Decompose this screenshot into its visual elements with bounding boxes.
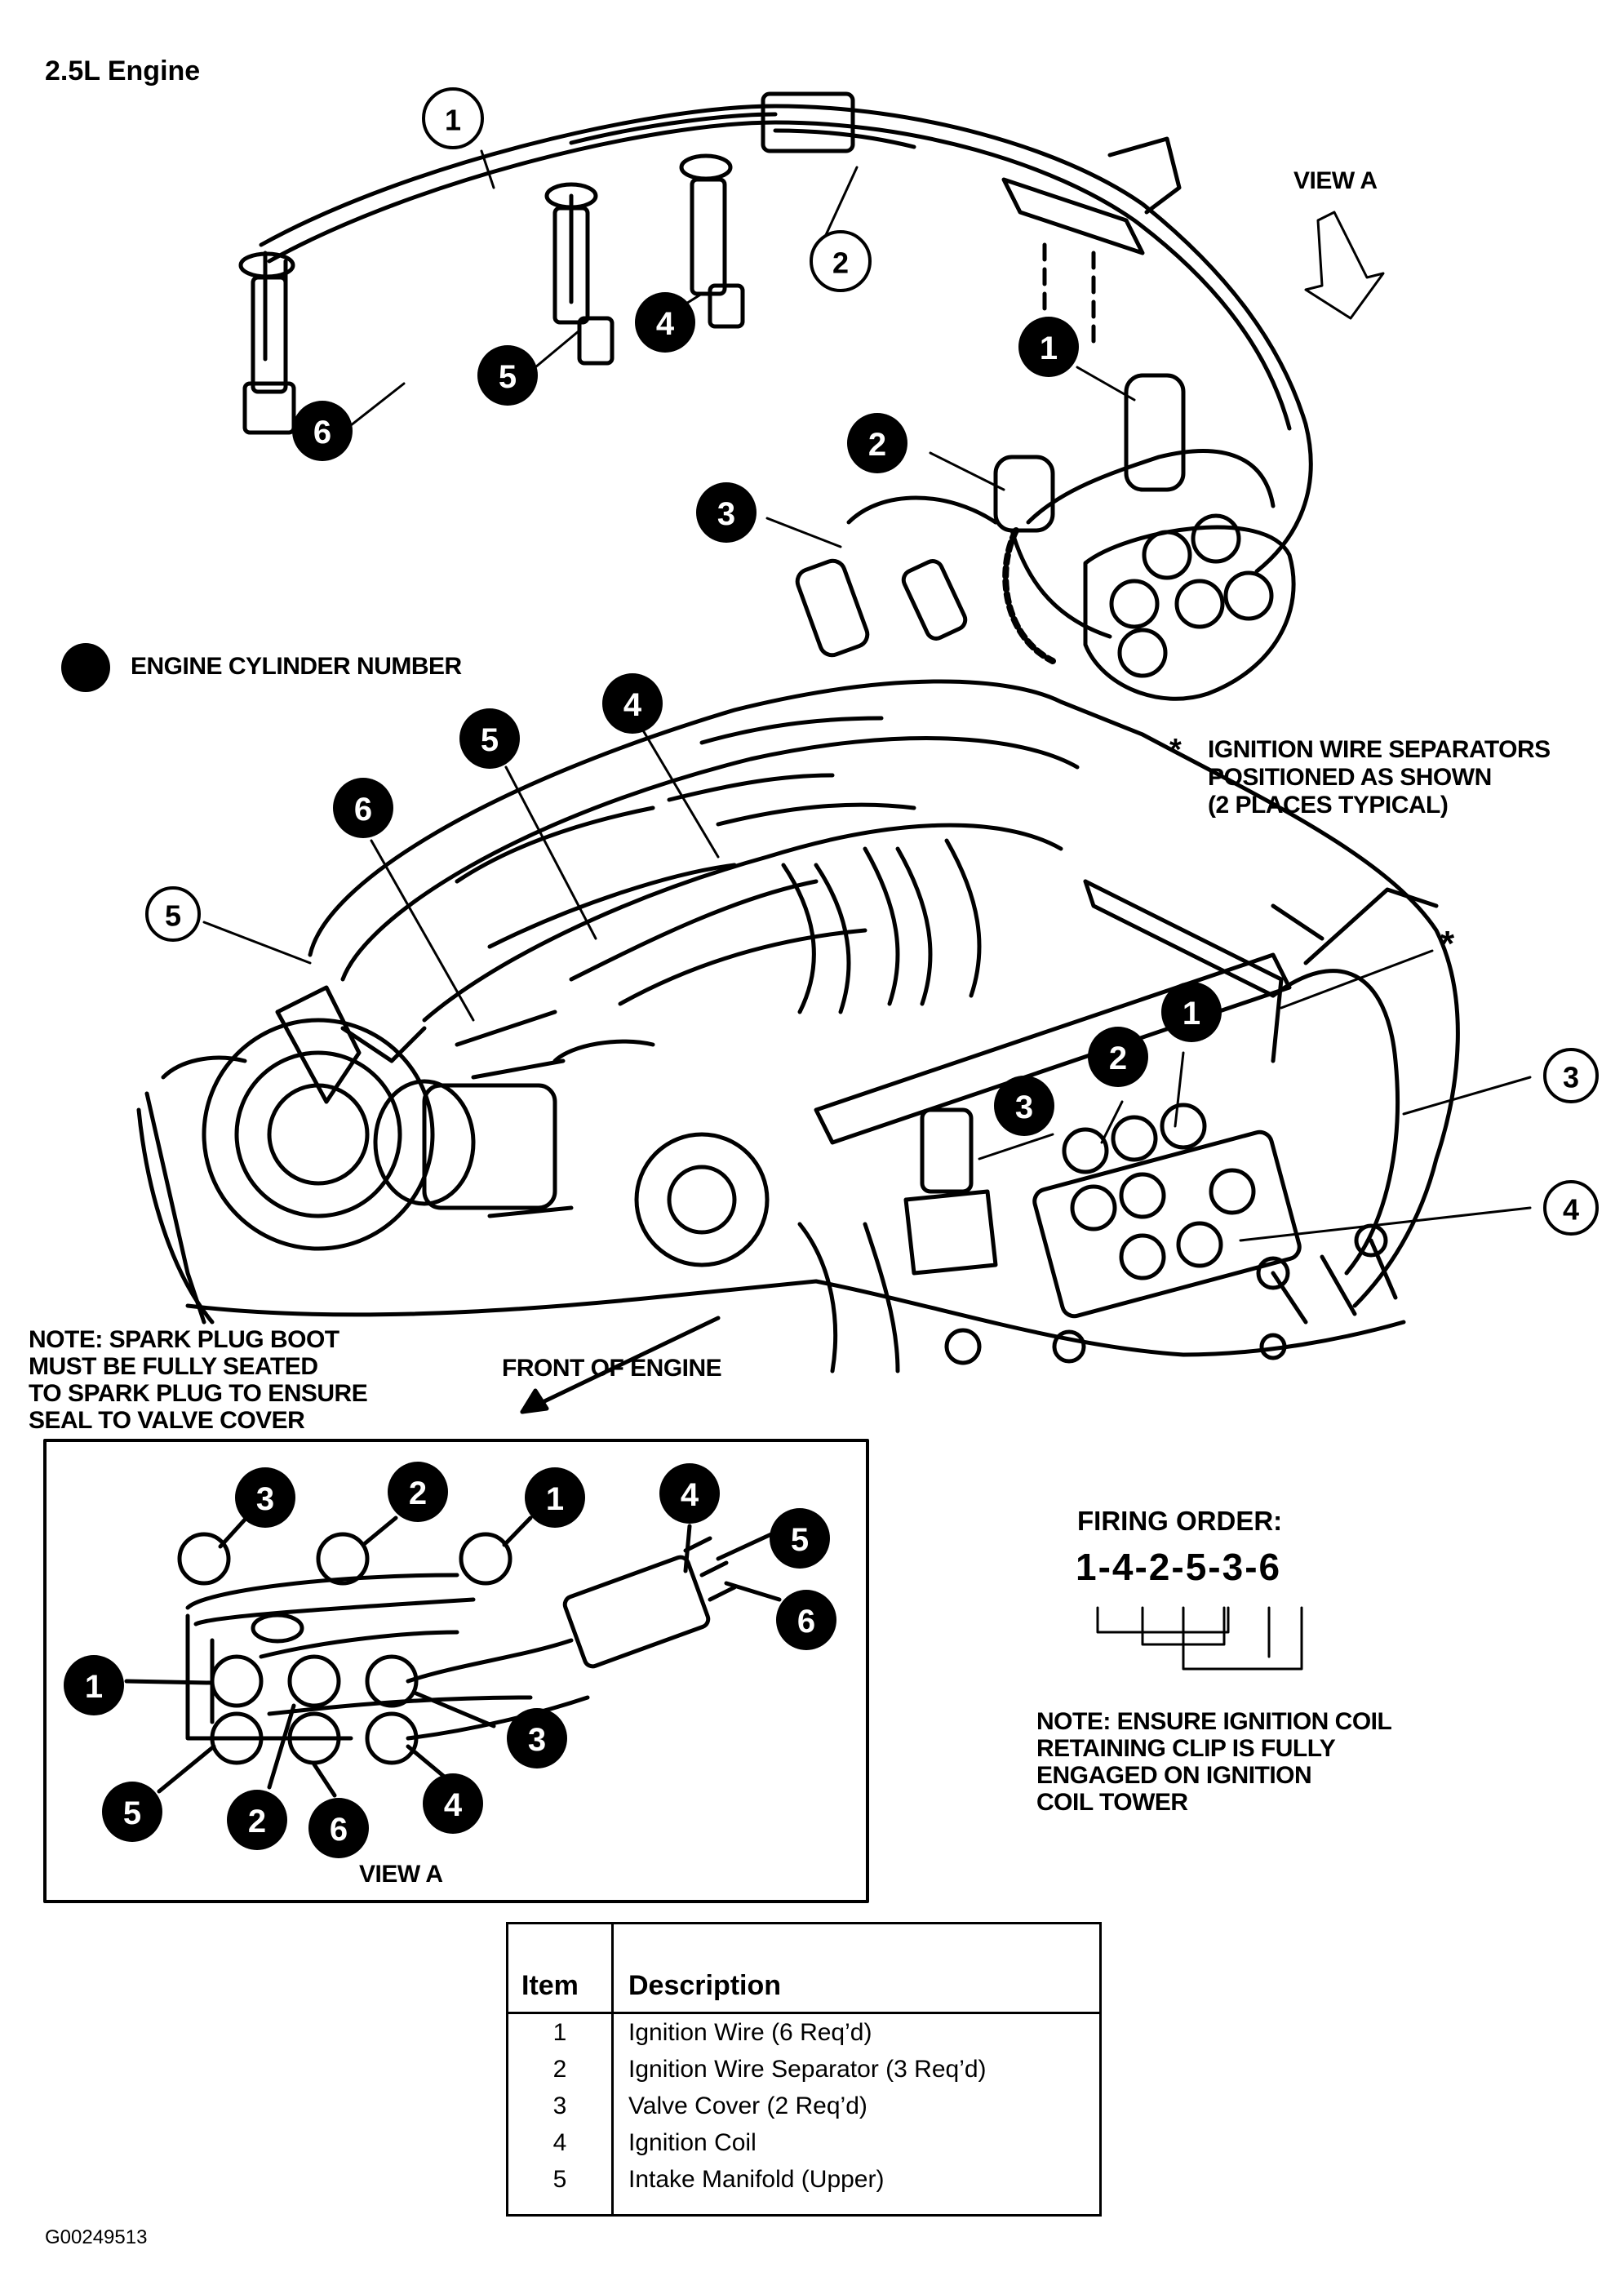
boot-note-line2: MUST BE FULLY SEATED bbox=[29, 1353, 318, 1380]
boot-note-line4: SEAL TO VALVE COVER bbox=[29, 1407, 305, 1434]
view-a-cyl-6b: 6 bbox=[330, 1812, 348, 1848]
view-a-cyl-3b: 3 bbox=[528, 1722, 546, 1758]
asterisk-marker: * bbox=[1440, 924, 1454, 964]
legend-label: ENGINE CYLINDER NUMBER bbox=[131, 653, 462, 680]
separators-note-line2: POSITIONED AS SHOWN bbox=[1208, 764, 1492, 791]
cyl-eng-3: 3 bbox=[1015, 1089, 1033, 1125]
view-a-cyl-1: 1 bbox=[546, 1481, 564, 1517]
view-a-box bbox=[43, 1439, 869, 1903]
item-callout-4: 4 bbox=[1563, 1193, 1579, 1227]
item-callout-3: 3 bbox=[1563, 1061, 1579, 1094]
view-a-cyl-4b: 4 bbox=[444, 1787, 463, 1823]
table-row: 1 Ignition Wire (6 Req’d) bbox=[507, 2013, 1101, 2051]
boot-note-line1: NOTE: SPARK PLUG BOOT bbox=[29, 1326, 339, 1353]
figure-code: G00249513 bbox=[45, 2226, 148, 2248]
cyl-top-3: 3 bbox=[717, 496, 735, 532]
cyl-top-5: 5 bbox=[499, 359, 517, 395]
view-a-cyl-3: 3 bbox=[256, 1481, 274, 1517]
separators-note-line3: (2 PLACES TYPICAL) bbox=[1208, 792, 1449, 819]
coil-note-line3: ENGAGED ON IGNITION bbox=[1036, 1762, 1312, 1789]
view-a-cyl-2b: 2 bbox=[248, 1804, 266, 1839]
wire-harness-illustration bbox=[238, 91, 1313, 701]
table-cell-description: Intake Manifold (Upper) bbox=[628, 2165, 885, 2193]
table-cell-item: 2 bbox=[507, 2051, 614, 2088]
cyl-top-6: 6 bbox=[313, 415, 331, 450]
table-header-item: Item bbox=[507, 1923, 614, 2014]
cyl-eng-6: 6 bbox=[354, 792, 372, 828]
item-callouts: 1 2 5 3 4 bbox=[145, 87, 1599, 1236]
item-callout-2: 2 bbox=[832, 246, 849, 280]
parts-table: Item Description 1 Ignition Wire (6 Req’… bbox=[506, 1922, 1102, 2217]
table-cell-item: 4 bbox=[507, 2124, 614, 2161]
cyl-top-2: 2 bbox=[868, 427, 886, 463]
table-row: 4 Ignition Coil bbox=[507, 2124, 1101, 2161]
table-cell-description: Ignition Wire (6 Req’d) bbox=[628, 2018, 872, 2046]
firing-order-sequence: 1-4-2-5-3-6 bbox=[1076, 1546, 1282, 1588]
table-cell-description: Ignition Wire Separator (3 Req’d) bbox=[628, 2055, 987, 2083]
view-a-illustration bbox=[177, 1532, 737, 1765]
view-a-label-top: VIEW A bbox=[1293, 167, 1378, 194]
table-cell-item: 5 bbox=[507, 2161, 614, 2198]
view-a-label-bottom: VIEW A bbox=[359, 1861, 443, 1888]
item-callout-1: 1 bbox=[445, 104, 461, 137]
coil-note-line2: RETAINING CLIP IS FULLY bbox=[1036, 1735, 1336, 1762]
view-a-cyl-1b: 1 bbox=[85, 1669, 103, 1705]
page-title: 2.5L Engine bbox=[45, 55, 201, 87]
table-row: 2 Ignition Wire Separator (3 Req’d) bbox=[507, 2051, 1101, 2088]
table-cell-item: 3 bbox=[507, 2088, 614, 2124]
table-row: 3 Valve Cover (2 Req’d) bbox=[507, 2088, 1101, 2124]
table-header-description: Description bbox=[612, 1923, 1101, 2014]
separators-note-line1: IGNITION WIRE SEPARATORS bbox=[1208, 736, 1551, 763]
view-a-cyl-2: 2 bbox=[409, 1476, 427, 1511]
view-a-cyl-4: 4 bbox=[681, 1477, 699, 1513]
table-cell-description: Valve Cover (2 Req’d) bbox=[628, 2092, 867, 2119]
cyl-eng-4: 4 bbox=[623, 687, 642, 723]
item-callout-5: 5 bbox=[165, 899, 181, 933]
boot-note-line3: TO SPARK PLUG TO ENSURE bbox=[29, 1380, 368, 1407]
view-a-cyl-5b: 5 bbox=[123, 1795, 141, 1831]
coil-note-line4: COIL TOWER bbox=[1036, 1789, 1188, 1816]
firing-order-title: FIRING ORDER: bbox=[1077, 1506, 1283, 1536]
cyl-eng-2: 2 bbox=[1109, 1041, 1127, 1076]
front-of-engine-label: FRONT OF ENGINE bbox=[502, 1355, 722, 1382]
coil-note-line1: NOTE: ENSURE IGNITION COIL bbox=[1036, 1708, 1392, 1735]
asterisk-symbol: * bbox=[1169, 733, 1182, 767]
cyl-eng-1: 1 bbox=[1183, 996, 1200, 1032]
table-cell-description: Ignition Coil bbox=[628, 2128, 757, 2156]
cyl-eng-5: 5 bbox=[481, 722, 499, 758]
table-row: 5 Intake Manifold (Upper) bbox=[507, 2161, 1101, 2198]
cyl-top-4: 4 bbox=[656, 306, 675, 342]
cyl-top-1: 1 bbox=[1040, 331, 1058, 366]
view-a-cyl-5: 5 bbox=[791, 1522, 809, 1558]
view-a-cyl-6: 6 bbox=[797, 1604, 815, 1640]
table-cell-item: 1 bbox=[507, 2013, 614, 2051]
cylinder-callouts: 6 5 4 1 2 3 6 5 4 1 2 3 3 2 1 4 5 6 1 3 … bbox=[61, 292, 1222, 1858]
table-header-row: Item Description bbox=[507, 1923, 1101, 2014]
